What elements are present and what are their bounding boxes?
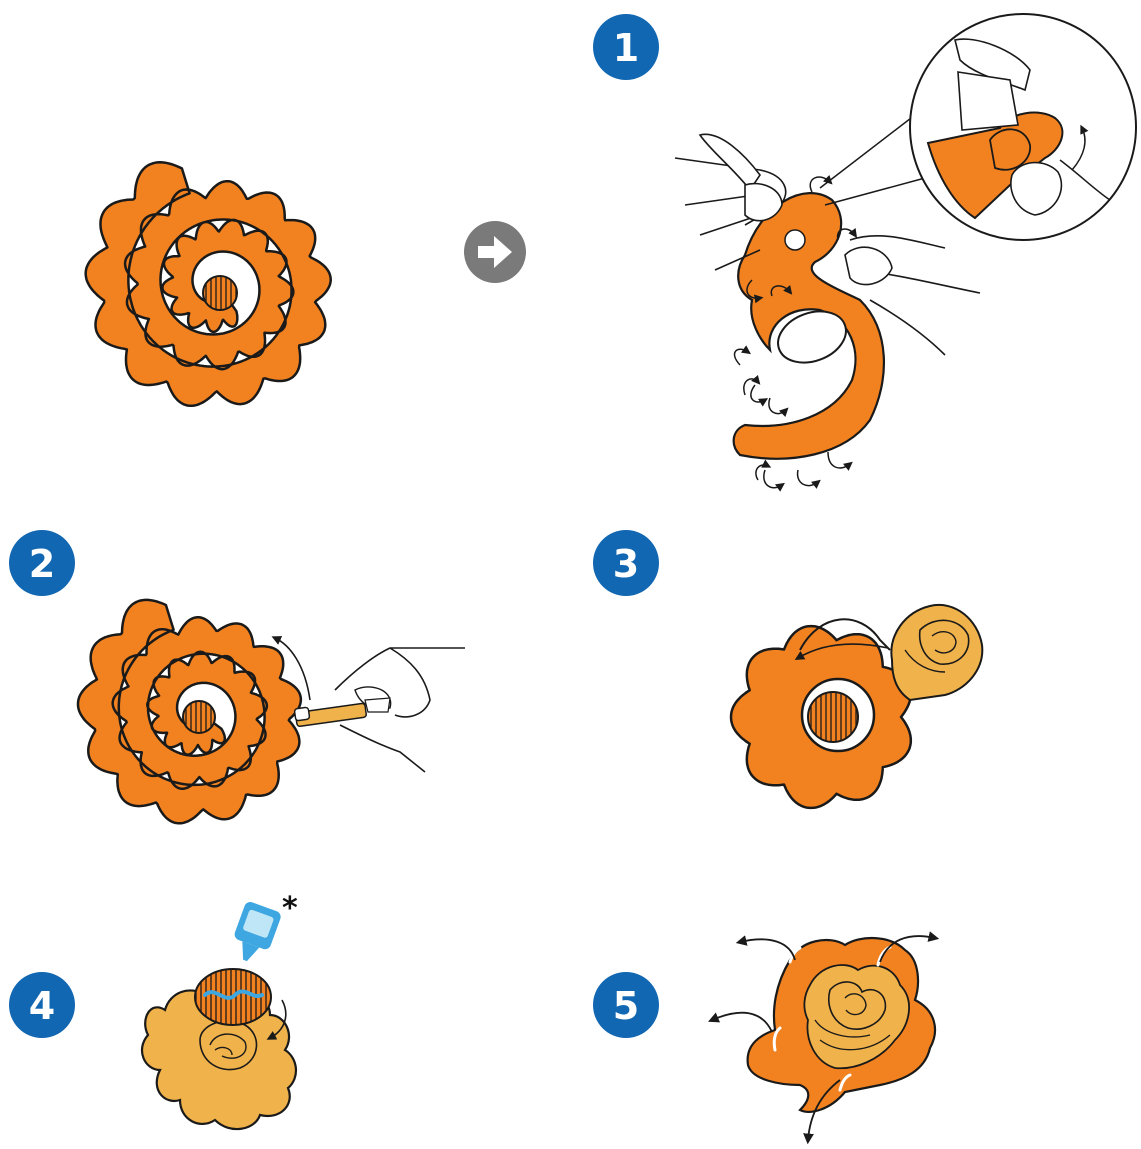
center-disc (203, 276, 237, 310)
svg-text:2: 2 (29, 542, 55, 586)
step-3-illustration (731, 605, 982, 808)
step-badge-3: 3 (593, 530, 659, 596)
step-4-illustration: * (142, 891, 298, 1129)
step-1-illustration (675, 14, 1136, 488)
step-badge-2: 2 (9, 530, 75, 596)
step-badge-1: 1 (593, 14, 659, 80)
step-5-illustration (712, 936, 935, 1140)
zoom-callout (910, 14, 1136, 240)
glue-note-asterisk: * (282, 891, 298, 926)
step-badge-4: 4 (9, 972, 75, 1038)
svg-text:4: 4 (29, 984, 55, 1028)
step-badge-5: 5 (593, 972, 659, 1038)
glue-bottle-icon (227, 900, 282, 967)
spiral-cut-flower (86, 162, 331, 405)
svg-text:1: 1 (613, 26, 639, 70)
rolled-rose (891, 605, 982, 700)
svg-text:5: 5 (613, 984, 639, 1028)
svg-text:3: 3 (613, 542, 639, 586)
next-arrow-icon (464, 221, 526, 283)
step-2-illustration (78, 600, 465, 823)
